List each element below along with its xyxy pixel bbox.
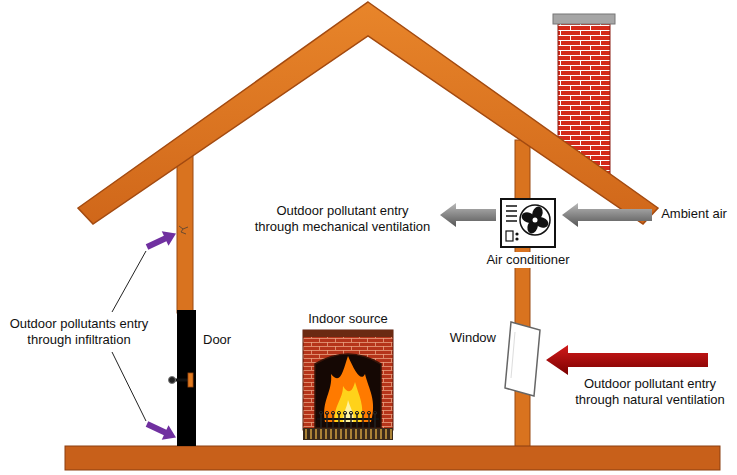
hearth-stripe xyxy=(325,429,327,439)
hearth-stripe xyxy=(305,429,307,439)
hearth-stripe xyxy=(365,429,367,439)
ac-vent xyxy=(506,220,517,222)
ventilation-arrows xyxy=(440,203,708,375)
ambient-air-arrow xyxy=(562,203,652,227)
fireplace-source: Indoor source xyxy=(303,330,393,440)
purple-arrow xyxy=(144,417,180,445)
flame-outer xyxy=(324,356,373,422)
hearth-stripe xyxy=(375,429,377,439)
fireplace-mantel xyxy=(303,330,393,337)
fan-blade xyxy=(520,211,537,225)
hearth-stripe xyxy=(370,429,372,439)
roof xyxy=(78,2,658,224)
grate-curl xyxy=(319,411,322,414)
node-label: Window xyxy=(448,330,498,346)
leader-line xyxy=(112,251,146,312)
walls xyxy=(177,140,530,448)
ac-casing xyxy=(501,199,555,247)
natural-ventilation-arrow xyxy=(546,345,708,375)
fireplace-opening xyxy=(315,354,381,428)
hearth-stripe xyxy=(360,429,362,439)
hearth-stripe xyxy=(310,429,312,439)
grate-rod xyxy=(350,413,352,428)
ac-button xyxy=(515,232,518,235)
ac-control xyxy=(506,231,513,241)
grate-rod xyxy=(356,413,358,428)
callout-label: Outdoor pollutant entry through mechanic… xyxy=(253,203,432,235)
grate-rod xyxy=(368,413,370,428)
grate-curl xyxy=(367,411,370,414)
hearth-stripe xyxy=(315,429,317,439)
leader-line xyxy=(112,352,146,421)
callout-label: Ambient air xyxy=(655,206,733,222)
fireplace-bricks xyxy=(303,330,393,430)
grate-rod xyxy=(326,413,328,428)
node-label: Indoor source xyxy=(306,311,390,327)
hearth-stripe xyxy=(340,429,342,439)
grate-curl xyxy=(325,411,328,414)
hearth-stripe xyxy=(330,429,332,439)
node-label: Door xyxy=(201,332,233,348)
grate-curl xyxy=(331,411,334,414)
callout-label: Outdoor pollutants entry through infiltr… xyxy=(4,316,154,348)
grate-rod xyxy=(362,413,364,428)
fireplace-source-outline xyxy=(303,330,393,440)
grate-rod xyxy=(320,413,322,428)
wall-crack xyxy=(179,226,188,234)
door-panel: Door xyxy=(177,310,196,446)
hearth-stripe xyxy=(335,429,337,439)
hearth-stripe xyxy=(390,429,392,439)
mechanical-ventilation-arrow xyxy=(440,203,496,227)
grate-curl xyxy=(349,411,352,414)
window-pane-outline xyxy=(503,322,541,396)
ac-button xyxy=(515,237,518,240)
grate-curl xyxy=(337,411,340,414)
door-plate xyxy=(188,373,193,387)
right-wall xyxy=(515,140,530,448)
hearth-stripe xyxy=(380,429,382,439)
grate-curl xyxy=(355,411,358,414)
grate-rod xyxy=(374,413,376,428)
hearth-stripe xyxy=(350,429,352,439)
purple-arrow xyxy=(144,226,180,254)
hearth-stripe xyxy=(345,429,347,439)
grate-rod xyxy=(332,413,334,428)
ac-vent xyxy=(506,215,517,217)
window-shine xyxy=(511,332,515,378)
air-conditioner-box: Air conditioner xyxy=(500,198,556,248)
grate-rod xyxy=(344,413,346,428)
window-pane: Window xyxy=(503,322,541,396)
fan-ring xyxy=(520,205,550,235)
door-panel-outline xyxy=(177,310,196,446)
ac-vent xyxy=(506,210,517,212)
left-wall xyxy=(177,155,193,313)
crack-line xyxy=(183,227,188,229)
hearth-stripe xyxy=(320,429,322,439)
chimney-cap xyxy=(553,14,615,24)
fan-hub xyxy=(533,218,538,223)
window-glass xyxy=(505,322,540,396)
grate-rod xyxy=(338,413,340,428)
hearth-stripe xyxy=(385,429,387,439)
grate-curl xyxy=(343,411,346,414)
callout-label: Outdoor pollutant entry through natural … xyxy=(570,376,730,408)
ac-vent xyxy=(506,205,517,207)
grate-curl xyxy=(373,411,376,414)
air-conditioner-box-outline xyxy=(500,198,556,248)
hearth-stripe xyxy=(355,429,357,439)
grate-curl xyxy=(361,411,364,414)
crack-line xyxy=(179,226,186,234)
fireplace-hearth xyxy=(303,428,393,440)
door-knob xyxy=(169,377,176,384)
ground-floor xyxy=(65,446,720,470)
node-label: Air conditioner xyxy=(484,252,571,268)
